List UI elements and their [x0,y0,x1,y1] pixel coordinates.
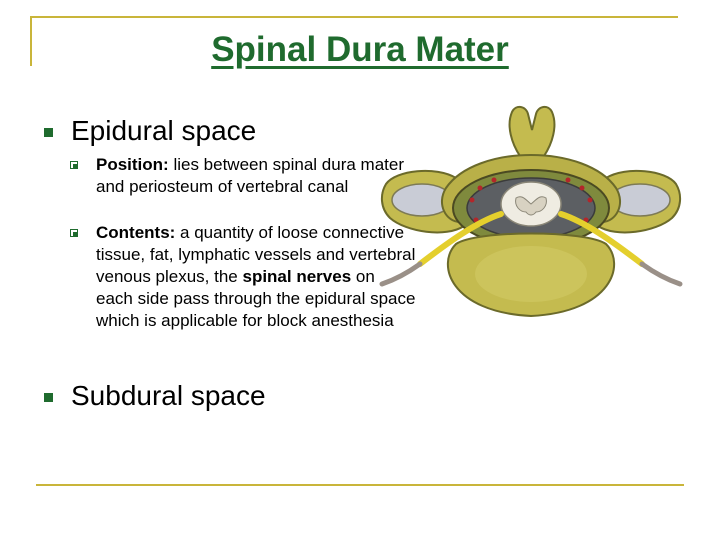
sub-bullet-text: Contents: a quantity of loose connective… [96,222,416,332]
venous-plexus [469,177,593,223]
right-nerve-trunk [639,261,683,287]
bullet-label: Subdural space [71,380,266,411]
contents-bold-spinal-nerves: spinal nerves [242,267,352,286]
frame-left-line [30,16,32,66]
hollow-square-bullet-icon [70,161,78,169]
square-bullet-icon [44,128,53,137]
sub-bullet-contents: Contents: a quantity of loose connective… [70,222,415,376]
position-term: Position: [96,155,169,174]
contents-text-1: a quantity of loose connective tissue, f… [96,223,416,286]
slide-title: Spinal Dura Mater [211,30,509,69]
contents-term: Contents: [96,223,176,242]
sub-bullet-text: Position: lies between spinal dura mater… [96,154,416,198]
grey-matter [515,196,547,216]
sub-bullet-position: Position: lies between spinal dura mater… [70,154,410,220]
frame-top-line [30,16,678,18]
frame-bottom-line [36,484,684,486]
right-spinal-nerve [558,211,645,267]
position-text: lies between spinal dura mater and perio… [96,155,405,196]
spinous-process [508,106,556,157]
hollow-square-bullet-icon [70,229,78,237]
bullet-label: Epidural space [71,115,257,146]
left-nerve-trunk [379,261,423,287]
left-spinal-nerve [417,211,504,267]
vertebra-cross-section-illustration [379,106,683,318]
contents-text-3: on each side pass through the epidural s… [96,267,416,330]
vertebral-body-surface [475,246,587,302]
square-bullet-icon [44,393,53,402]
